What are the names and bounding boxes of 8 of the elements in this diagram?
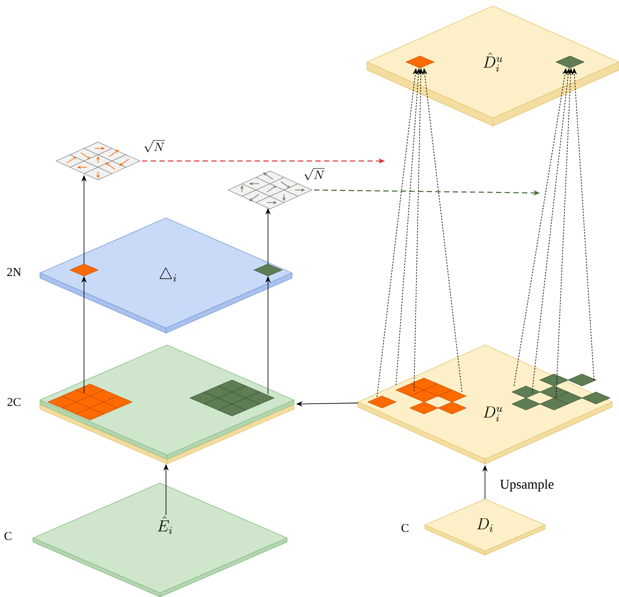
size-label: $\sqrt{N}$ bbox=[304, 168, 325, 180]
channel-label: C bbox=[4, 532, 12, 540]
channel-label: C bbox=[402, 524, 408, 532]
layer-slab: $\hat{D}_i^u$ bbox=[366, 6, 619, 127]
channel-label: 2C bbox=[8, 398, 20, 406]
size-label: $\sqrt{N}$ bbox=[144, 140, 165, 152]
channel-label: 2N bbox=[7, 268, 22, 276]
edge-label: Upsample bbox=[498, 478, 556, 493]
